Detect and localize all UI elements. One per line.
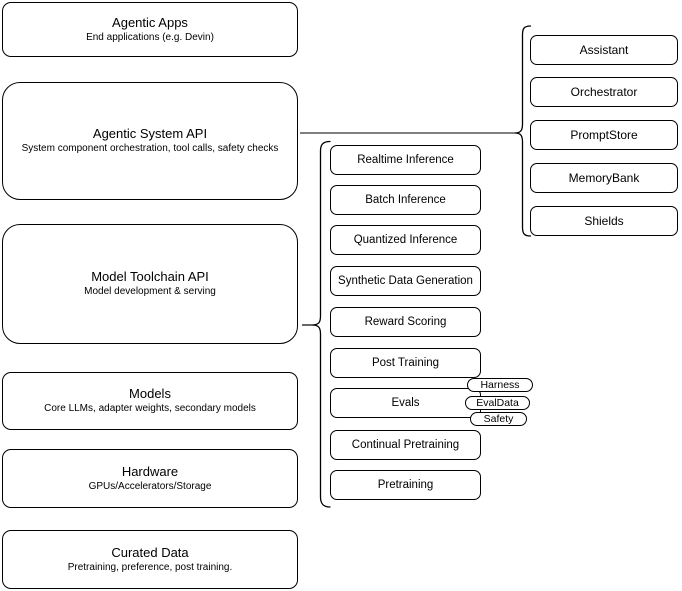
node-label: Batch Inference xyxy=(365,194,446,206)
node-label: Reward Scoring xyxy=(364,316,447,328)
node-label: Synthetic Data Generation xyxy=(338,275,473,287)
pill-harness: Harness xyxy=(467,378,533,392)
node-shields: Shields xyxy=(530,206,678,236)
node-pretraining: Pretraining xyxy=(330,470,481,500)
node-title: Agentic System API xyxy=(92,126,208,141)
node-orchestrator: Orchestrator xyxy=(530,77,678,107)
node-hardware: Hardware GPUs/Accelerators/Storage xyxy=(2,449,298,508)
node-label: Assistant xyxy=(579,43,629,57)
node-evals: Evals xyxy=(330,388,481,418)
node-label: Quantized Inference xyxy=(353,234,458,246)
node-subtitle: Model development & serving xyxy=(84,286,216,297)
pill-safety: Safety xyxy=(470,412,527,426)
node-subtitle: System component orchestration, tool cal… xyxy=(21,143,279,154)
node-batch-inference: Batch Inference xyxy=(330,185,481,215)
node-label: Evals xyxy=(391,397,420,409)
node-label: Shields xyxy=(584,214,624,228)
node-title: Hardware xyxy=(121,463,179,479)
node-label: Continual Pretraining xyxy=(351,439,460,451)
node-promptstore: PromptStore xyxy=(530,120,678,150)
node-quantized-inference: Quantized Inference xyxy=(330,225,481,255)
node-title: Agentic Apps xyxy=(112,14,188,30)
node-continual-pretraining: Continual Pretraining xyxy=(330,430,481,460)
node-curated-data: Curated Data Pretraining, preference, po… xyxy=(2,530,298,589)
node-memorybank: MemoryBank xyxy=(530,163,678,193)
node-models: Models Core LLMs, adapter weights, secon… xyxy=(2,372,298,430)
node-post-training: Post Training xyxy=(330,348,481,378)
node-reward-scoring: Reward Scoring xyxy=(330,307,481,337)
node-label: Realtime Inference xyxy=(357,154,454,166)
pill-label: Safety xyxy=(483,413,514,425)
node-label: MemoryBank xyxy=(568,171,640,185)
node-subtitle: GPUs/Accelerators/Storage xyxy=(88,480,212,492)
node-label: Orchestrator xyxy=(570,85,638,99)
pill-label: Harness xyxy=(480,379,520,391)
pill-label: EvalData xyxy=(476,397,519,409)
node-title: Models xyxy=(129,386,171,401)
node-title: Curated Data xyxy=(111,544,189,560)
node-label: Pretraining xyxy=(377,479,434,491)
brace-toolchain-components xyxy=(311,140,331,508)
brace-system-components xyxy=(514,25,532,237)
node-assistant: Assistant xyxy=(530,35,678,65)
node-agentic-apps: Agentic Apps End applications (e.g. Devi… xyxy=(2,2,298,57)
node-title: Model Toolchain API xyxy=(91,269,209,284)
node-model-toolchain-api: Model Toolchain API Model development & … xyxy=(2,224,298,344)
node-synthetic-data-generation: Synthetic Data Generation xyxy=(330,266,481,296)
node-agentic-system-api: Agentic System API System component orch… xyxy=(2,82,298,200)
node-subtitle: End applications (e.g. Devin) xyxy=(86,31,214,43)
node-subtitle: Core LLMs, adapter weights, secondary mo… xyxy=(44,403,256,414)
pill-evaldata: EvalData xyxy=(465,396,530,410)
node-realtime-inference: Realtime Inference xyxy=(330,145,481,175)
node-subtitle: Pretraining, preference, post training. xyxy=(67,561,233,573)
node-label: Post Training xyxy=(371,357,440,369)
node-label: PromptStore xyxy=(570,128,638,142)
